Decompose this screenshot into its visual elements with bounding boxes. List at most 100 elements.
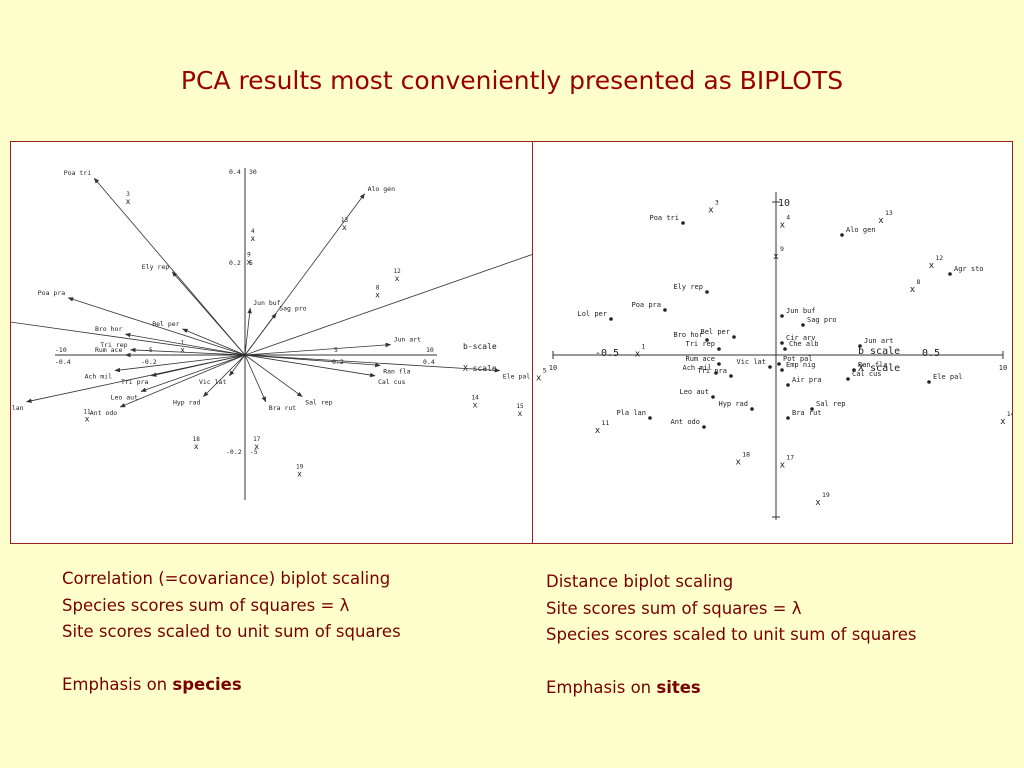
- species-label: Pot pal: [783, 355, 813, 363]
- species-point: [780, 368, 784, 372]
- species-label: Ach mil: [85, 373, 112, 381]
- species-label: Ele pal: [933, 373, 963, 381]
- species-point: [948, 272, 952, 276]
- site-label: 19: [822, 491, 830, 499]
- species-label: Bel per: [152, 320, 179, 328]
- caption-line: Species scores scaled to unit sum of squ…: [546, 625, 917, 644]
- species-label: Emp nig: [786, 361, 816, 369]
- emphasis-prefix: Emphasis on: [62, 675, 173, 694]
- species-label: Poa tri: [64, 169, 91, 177]
- site-label: 8: [917, 278, 921, 286]
- species-point: [768, 365, 772, 369]
- species-label: Pla lan: [11, 404, 24, 412]
- tick-label: 10: [426, 346, 434, 354]
- species-label: Bra rut: [792, 409, 822, 417]
- species-label: Vic lat: [199, 378, 226, 386]
- site-marker: x: [708, 206, 714, 216]
- species-label: Tri rep: [100, 341, 127, 349]
- emphasis-word: species: [172, 675, 242, 694]
- species-label: Agr sto: [954, 265, 984, 273]
- species-arrow: [244, 254, 532, 356]
- tick-label: 0.4: [423, 358, 435, 366]
- species-label: Ran fla: [383, 367, 410, 375]
- site-marker: x: [297, 469, 302, 478]
- species-label: Leo aut: [679, 388, 709, 396]
- site-marker: x: [735, 458, 741, 468]
- site-label: 14: [1007, 410, 1012, 418]
- species-label: Ely rep: [673, 283, 703, 291]
- species-label: Jun art: [394, 336, 421, 344]
- species-label: Cal cus: [378, 378, 405, 386]
- species-point: [750, 407, 754, 411]
- site-marker: x: [254, 442, 259, 451]
- species-label: Ely rep: [142, 263, 169, 271]
- species-label: Bro hor: [95, 325, 122, 333]
- species-label: Tri pra: [121, 378, 148, 386]
- species-label: Alo gen: [368, 185, 395, 193]
- site-marker: x: [395, 274, 400, 283]
- site-marker: x: [518, 409, 523, 418]
- species-label: Ant odo: [670, 418, 700, 426]
- site-marker: x: [375, 291, 380, 300]
- species-point: [840, 233, 844, 237]
- site-label: 4: [251, 228, 255, 235]
- species-arrow: [114, 354, 246, 373]
- species-arrow: [119, 354, 246, 408]
- site-label: 13: [341, 217, 349, 224]
- tick-label: -5: [250, 448, 258, 456]
- emphasis-word: sites: [656, 678, 701, 697]
- site-label: 3: [126, 191, 130, 198]
- caption-line: Distance biplot scaling: [546, 572, 734, 591]
- species-arrow: [244, 354, 303, 397]
- species-arrow: [171, 271, 246, 356]
- site-marker: x: [780, 221, 786, 231]
- species-label: Bel per: [700, 328, 730, 336]
- species-label: Sag pro: [279, 304, 306, 312]
- site-marker: x: [342, 223, 347, 232]
- site-marker: x: [910, 285, 916, 295]
- species-label: Lol per: [577, 310, 607, 318]
- site-label: 18: [742, 451, 750, 459]
- species-label: Che alb: [789, 340, 819, 348]
- species-arrow: [182, 328, 246, 356]
- species-arrow: [244, 354, 501, 373]
- species-point: [705, 290, 709, 294]
- site-marker: x: [250, 234, 255, 243]
- site-marker: x: [595, 426, 601, 436]
- species-label: Ant odo: [90, 409, 117, 417]
- caption-line: Correlation (=covariance) biplot scaling: [62, 569, 391, 588]
- species-point: [780, 341, 784, 345]
- tick-label: 5: [334, 346, 338, 354]
- species-arrow: [203, 354, 246, 397]
- species-label: Ele pal: [503, 373, 530, 381]
- species-arrow: [229, 354, 246, 377]
- tick-label: 0.4: [229, 168, 241, 176]
- site-label: 1: [181, 340, 185, 347]
- site-label: 1: [641, 343, 645, 351]
- species-arrow: [124, 332, 246, 356]
- site-label: 5: [543, 367, 547, 375]
- species-label: Sag pro: [807, 316, 837, 324]
- tick-label: -0.2: [141, 358, 157, 366]
- scale-label: b scale: [858, 346, 900, 357]
- species-point: [714, 371, 718, 375]
- species-label: Bro hor: [673, 331, 703, 339]
- scale-label: X-scale: [463, 364, 497, 373]
- tick-label: 0.2: [229, 259, 241, 267]
- scale-label: b-scale: [463, 342, 497, 351]
- site-label: 11: [602, 419, 610, 427]
- species-label: Poa tri: [649, 214, 679, 222]
- species-label: Bra rut: [269, 404, 296, 412]
- site-marker: x: [878, 216, 884, 226]
- site-marker: x: [85, 414, 90, 423]
- species-arrow: [93, 177, 246, 356]
- site-label: 9: [780, 245, 784, 253]
- species-arrow: [140, 354, 246, 392]
- species-point: [801, 323, 805, 327]
- site-label: 11: [83, 408, 91, 415]
- species-label: Cal cus: [852, 370, 882, 378]
- species-point: [786, 383, 790, 387]
- species-label: Vic lat: [736, 358, 766, 366]
- species-arrow: [26, 354, 246, 403]
- site-marker: x: [194, 442, 199, 451]
